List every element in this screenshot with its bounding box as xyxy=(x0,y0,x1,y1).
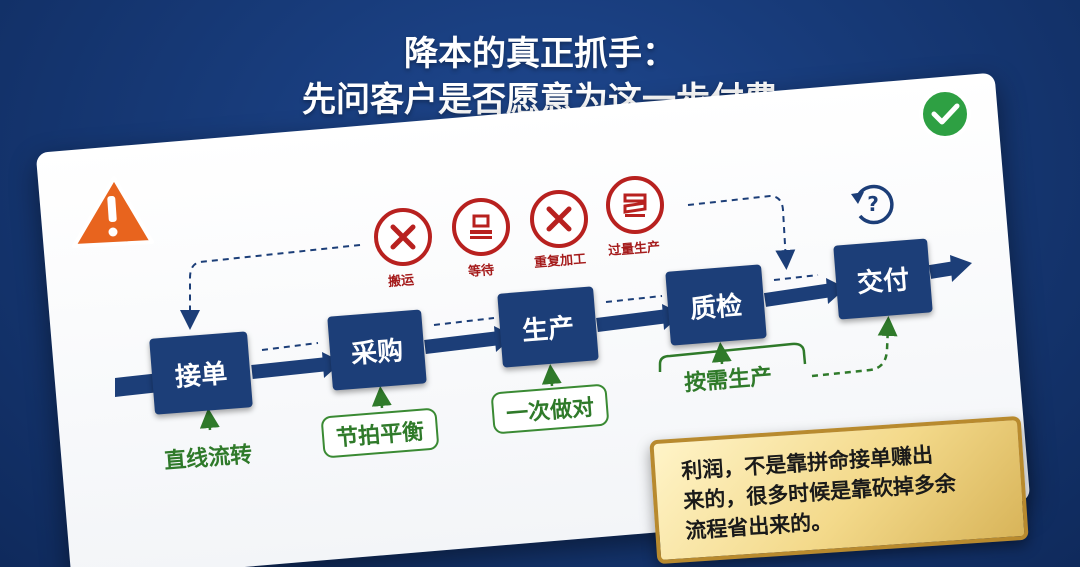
waste-label-waiting: 等待 xyxy=(467,262,495,280)
green-arrows xyxy=(199,316,898,431)
node-production: 生产 xyxy=(497,286,599,368)
node-quality-check: 质检 xyxy=(665,264,767,346)
main-flow-line xyxy=(115,255,972,397)
dashed-connectors xyxy=(180,194,819,351)
warning-icon xyxy=(72,176,154,248)
waste-label-transport: 搬运 xyxy=(387,272,415,290)
page-title-line1: 降本的真正抓手： xyxy=(404,34,676,74)
profit-callout: 利润，不是靠拼命接单赚出 来的，很多时候是靠砍掉多余 流程省出来的。 xyxy=(649,415,1029,565)
waste-label-overproduction: 过量生产 xyxy=(607,239,661,260)
waste-label-rework: 重复加工 xyxy=(533,251,587,272)
waste-rework-icon xyxy=(530,190,588,248)
node-order-intake: 接单 xyxy=(149,331,253,415)
waste-transport-icon xyxy=(374,208,432,266)
waste-overproduction-icon xyxy=(606,176,664,234)
refresh-question-icon: ? xyxy=(851,184,894,225)
svg-text:?: ? xyxy=(867,192,879,216)
node-delivery: 交付 xyxy=(833,238,933,320)
node-procurement: 采购 xyxy=(327,309,427,391)
waste-waiting-icon xyxy=(452,198,510,256)
check-icon xyxy=(919,88,971,140)
